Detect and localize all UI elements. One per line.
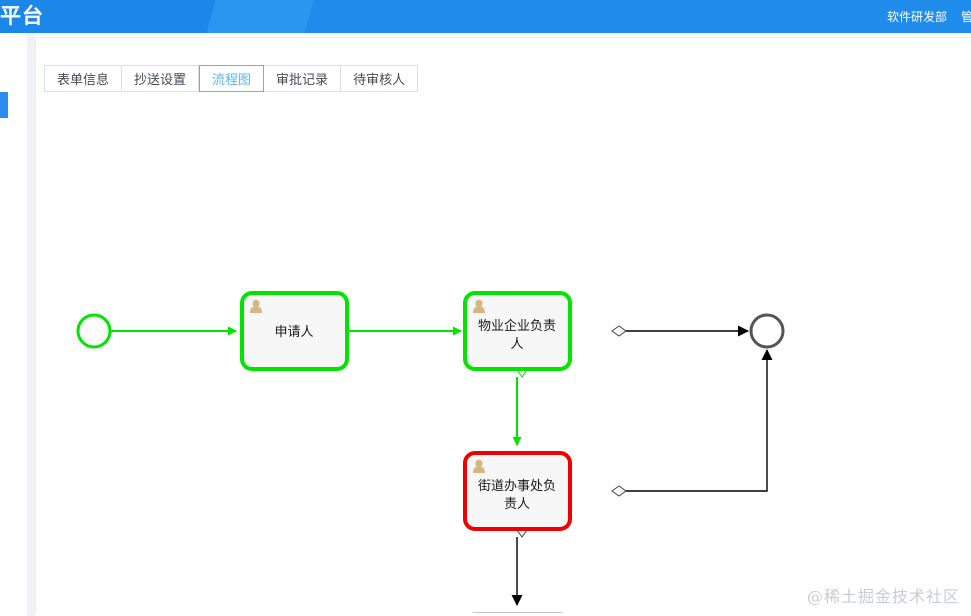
edge-property-manager-to-street-office [512,362,528,446]
sidebar-item-active-marker[interactable] [0,92,8,118]
flow-node-end-event[interactable] [749,313,785,349]
flow-node-street-office-manager[interactable]: 街道办事处负 责人 [463,451,572,531]
header-right-group: 软件研发部 管 [887,0,971,33]
tab-flow-chart[interactable]: 流程图 [199,65,265,92]
content-card: 表单信息 抄送设置 流程图 审批记录 待审核人 [35,37,971,613]
app-header: 平台 软件研发部 管 [0,0,971,33]
tab-approval-records[interactable]: 审批记录 [264,65,342,92]
app-brand-title: 平台 [0,5,44,28]
flow-node-street-office-label-line1: 街道办事处负 [478,479,556,494]
flow-node-applicant-label: 申请人 [274,325,313,340]
tab-strip: 表单信息 抄送设置 流程图 审批记录 待审核人 [44,65,419,92]
sidebar-rail [0,33,28,616]
page-body: 表单信息 抄送设置 流程图 审批记录 待审核人 [0,33,971,616]
edge-street-office-to-next [511,522,528,606]
flow-node-property-manager-label-line1: 物业企业负责 [478,318,556,334]
flow-chart-svg: 申请人 物业企业负责 人 街道办事处负 责人 [76,291,785,613]
tab-pending-approvers[interactable]: 待审核人 [341,65,419,92]
flow-node-property-manager[interactable]: 物业企业负责 人 [463,291,572,371]
edge-property-manager-to-end [611,325,749,337]
tab-form-info[interactable]: 表单信息 [44,65,123,92]
flow-node-start-event[interactable] [76,313,112,349]
flow-node-street-office-label-line2: 责人 [504,497,530,512]
header-user-label[interactable]: 管 [961,10,971,24]
flow-node-applicant[interactable]: 申请人 [240,291,349,371]
flow-node-property-manager-label-line2: 人 [510,337,523,352]
header-department-label[interactable]: 软件研发部 [886,10,947,24]
watermark: @稀土掘金技术社区 [806,587,960,606]
edge-street-office-to-end [611,349,773,497]
layout-gutter [27,33,35,616]
tab-cc-settings[interactable]: 抄送设置 [122,65,200,92]
flow-chart-canvas[interactable]: 申请人 物业企业负责 人 街道办事处负 责人 [36,100,971,613]
